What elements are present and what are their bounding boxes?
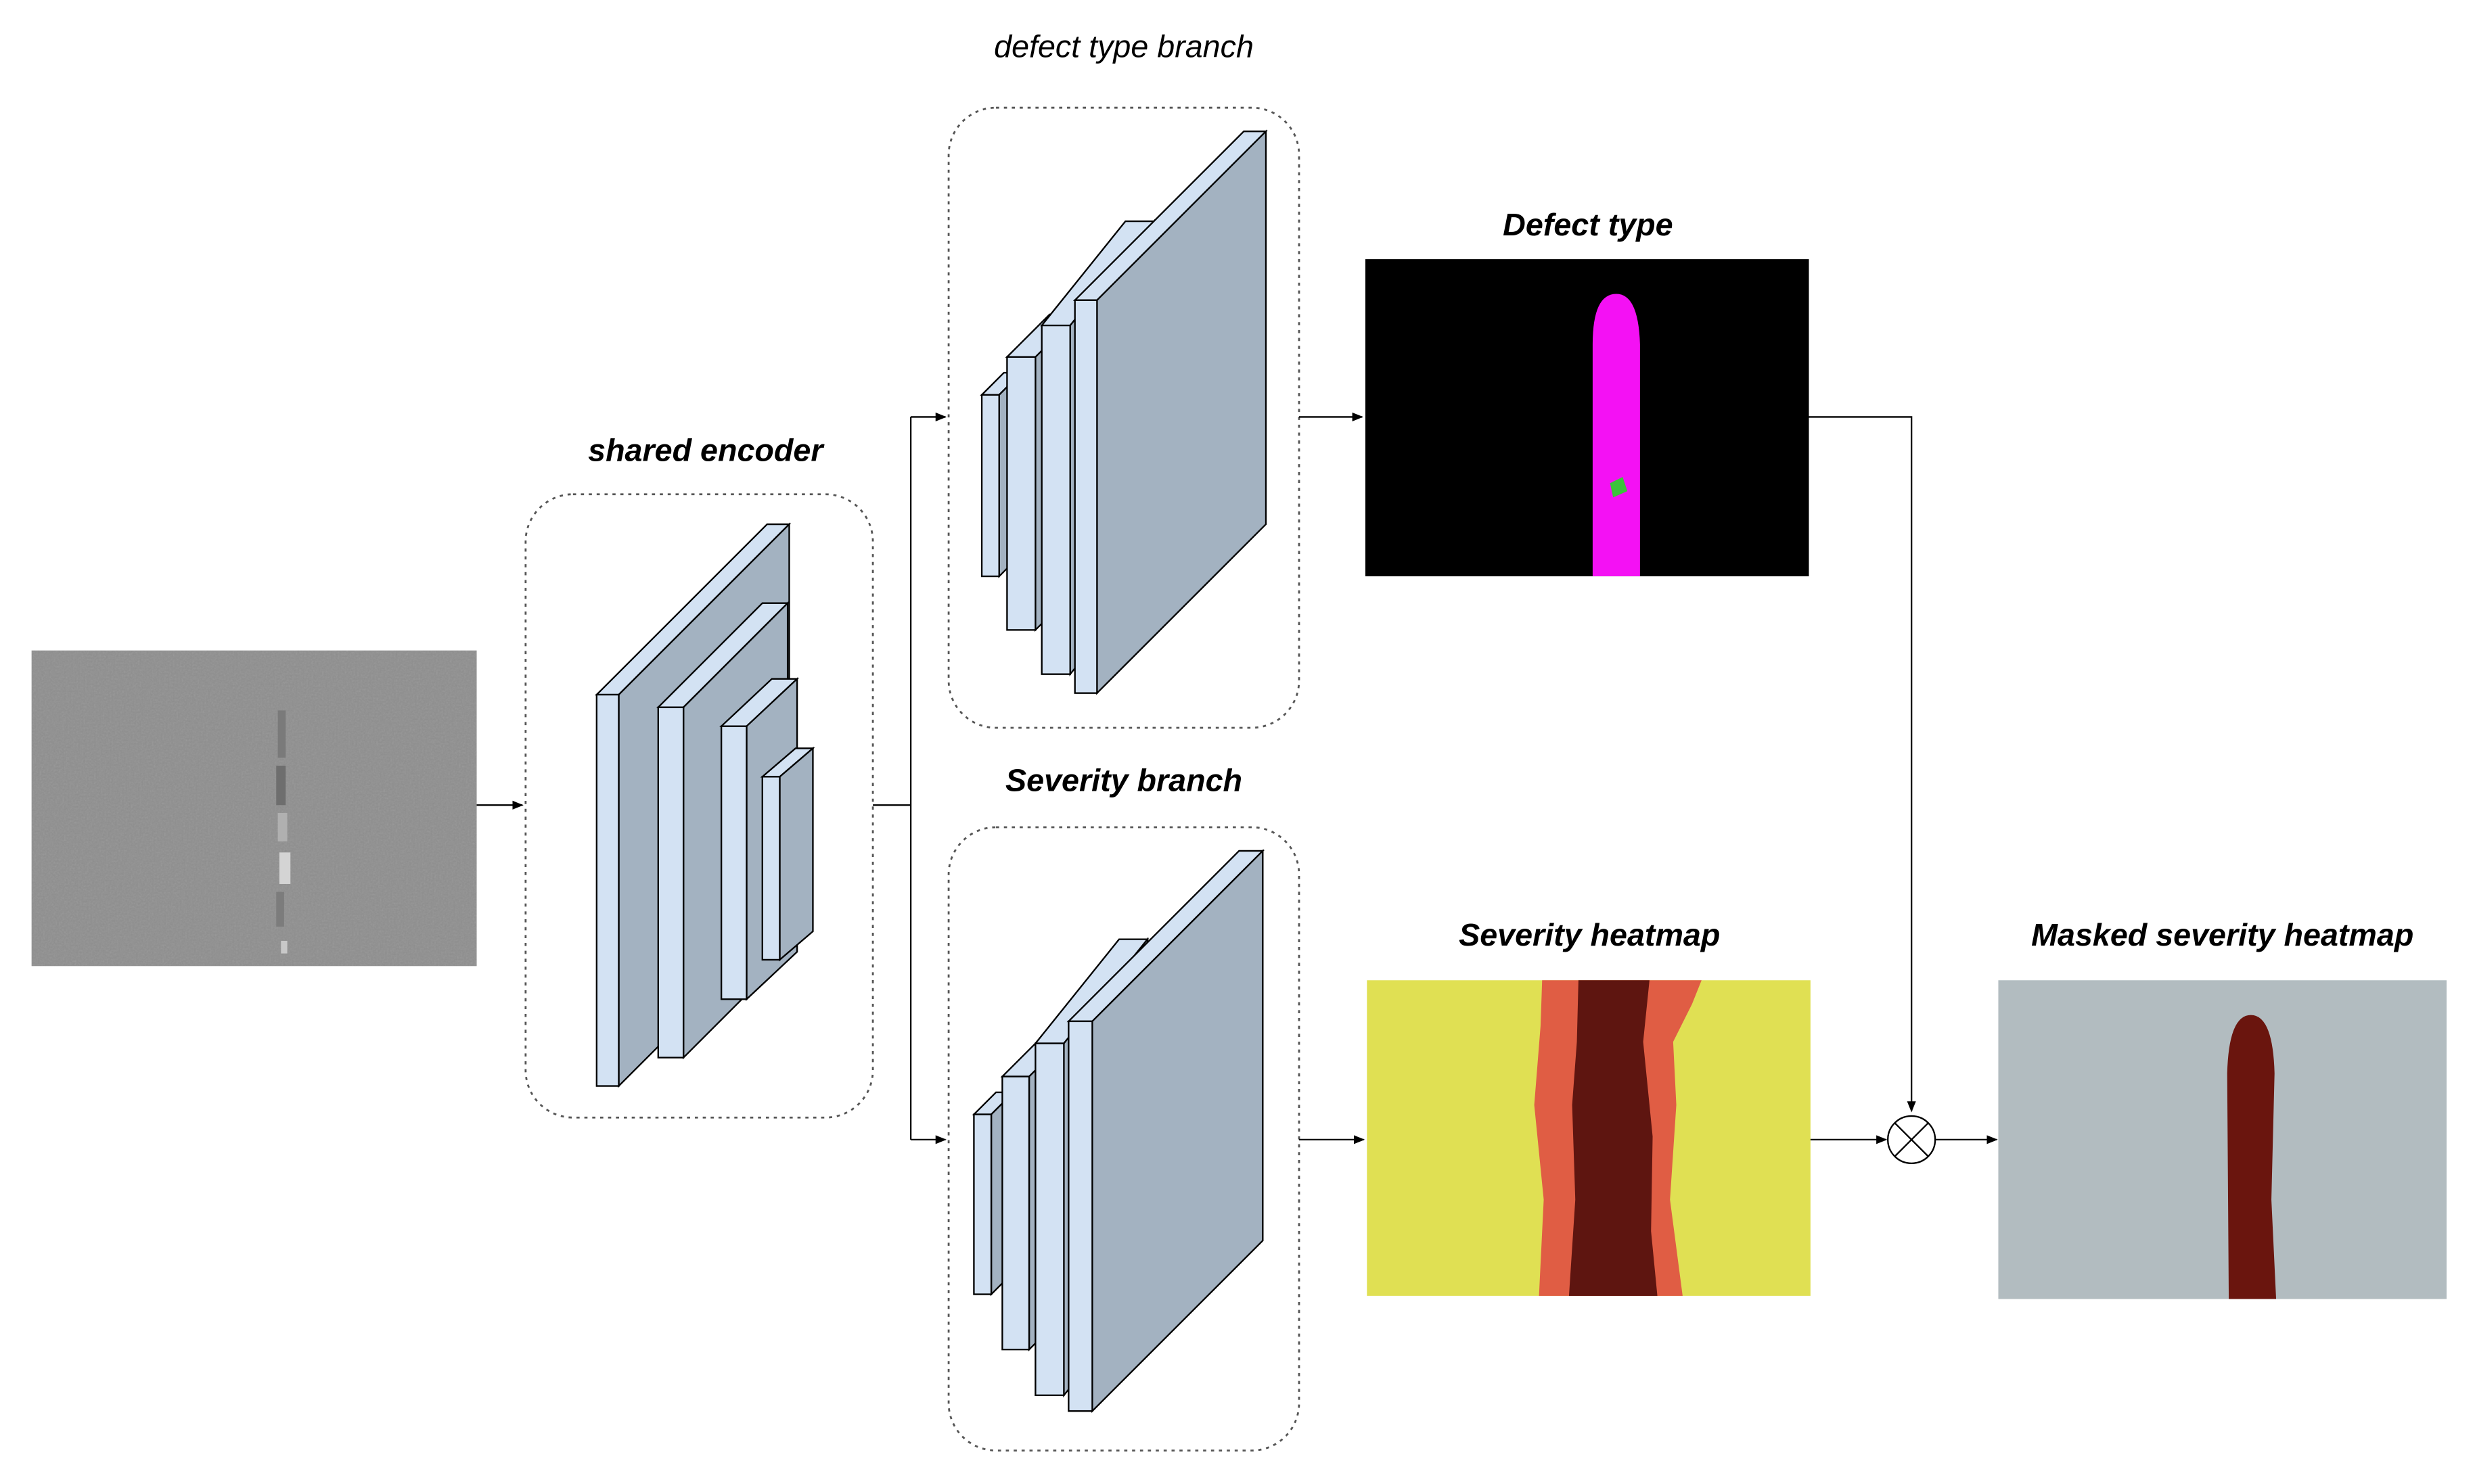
defect-type-branch: defect type branch [947, 29, 1300, 729]
severity-heatmap-output: Severity heatmap [1367, 917, 1811, 1296]
shared-encoder-label: shared encoder [588, 433, 825, 468]
masked-defect-region [2227, 1015, 2277, 1299]
masked-heatmap-background [1998, 980, 2447, 1299]
defect-type-region-magenta [1592, 294, 1640, 577]
encoder-layer-4 [760, 746, 815, 962]
severity-branch-label: Severity branch [1005, 762, 1242, 797]
multiply-icon [1886, 1115, 1936, 1165]
shared-encoder: shared encoder [524, 433, 874, 1119]
severity-heatmap-label: Severity heatmap [1459, 917, 1720, 952]
severity-layer-4 [1066, 849, 1265, 1413]
crack-trace [276, 710, 291, 954]
defect-layer-4 [1072, 129, 1268, 695]
defect-type-label: Defect type [1503, 207, 1673, 242]
encoder-layers [595, 522, 815, 1088]
input-image [31, 650, 477, 967]
masked-severity-heatmap-output: Masked severity heatmap [1998, 917, 2447, 1299]
severity-branch-layers [972, 849, 1265, 1413]
severity-region-high [1568, 980, 1658, 1296]
encoder-split-connector [873, 412, 947, 1144]
masked-severity-heatmap-label: Masked severity heatmap [2031, 917, 2413, 952]
defect-type-map-background [1365, 259, 1809, 577]
input-image-texture [31, 650, 477, 967]
defect-type-region-green [1610, 477, 1628, 498]
severity-branch: Severity branch [947, 762, 1300, 1452]
arrow-defect-type-to-multiply [1809, 416, 1916, 1113]
defect-type-output: Defect type [1365, 207, 1809, 577]
defect-type-branch-label: defect type branch [994, 29, 1254, 64]
defect-branch-layers [980, 129, 1268, 695]
